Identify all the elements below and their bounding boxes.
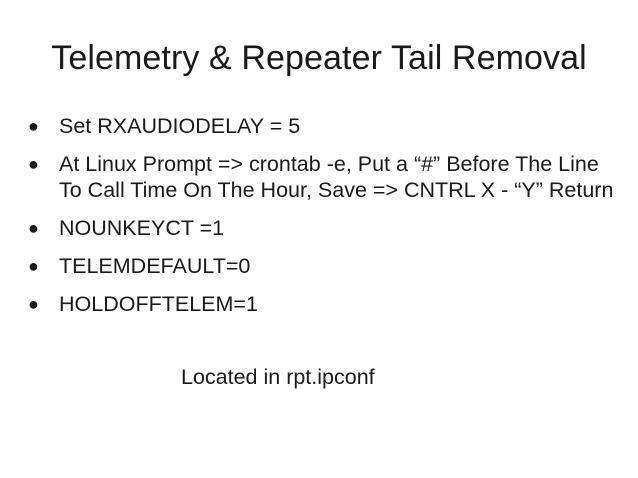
bullet-text: Set RXAUDIODELAY = 5	[59, 114, 301, 138]
bullet-item: ● NOUNKEYCT =1	[28, 215, 618, 241]
bullet-icon: ●	[28, 154, 39, 174]
bullet-list: ● Set RXAUDIODELAY = 5 ● At Linux Prompt…	[28, 113, 618, 329]
location-note: Located in rpt.ipconf	[181, 365, 375, 389]
bullet-item: ● HOLDOFFTELEM=1	[28, 291, 618, 317]
bullet-icon: ●	[28, 218, 39, 238]
bullet-icon: ●	[28, 116, 39, 136]
bullet-text: At Linux Prompt => crontab -e, Put a “#”…	[59, 152, 614, 202]
bullet-item: ● Set RXAUDIODELAY = 5	[28, 113, 618, 139]
bullet-icon: ●	[28, 256, 39, 276]
bullet-text: TELEMDEFAULT=0	[59, 254, 251, 278]
bullet-item: ● TELEMDEFAULT=0	[28, 253, 618, 279]
bullet-text: HOLDOFFTELEM=1	[59, 292, 258, 316]
bullet-item: ● At Linux Prompt => crontab -e, Put a “…	[28, 151, 618, 203]
bullet-text: NOUNKEYCT =1	[59, 216, 225, 240]
bullet-icon: ●	[28, 294, 39, 314]
slide-title: Telemetry & Repeater Tail Removal	[51, 39, 587, 77]
